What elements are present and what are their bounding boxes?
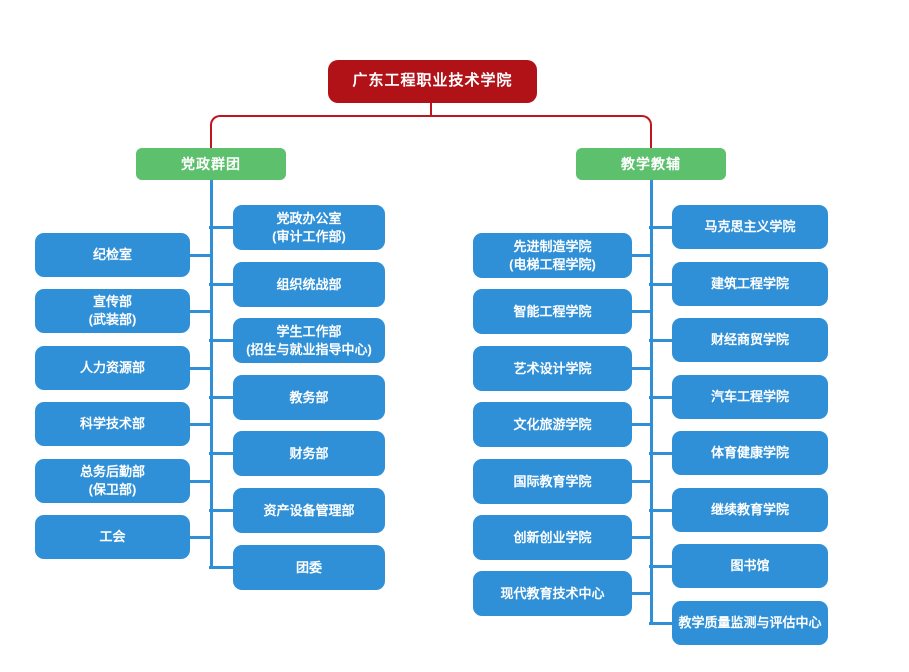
connector-line [188,310,213,313]
connector-line [649,622,674,625]
dept-node: 科学技术部 [35,402,190,446]
dept-node: 国际教育学院 [473,459,632,504]
dept-node: 继续教育学院 [672,488,828,532]
connector-line [649,396,674,399]
connector-line [649,509,674,512]
connector-line [209,452,235,455]
dept-node: 财务部 [233,431,385,476]
dept-node: 资产设备管理部 [233,488,385,533]
dept-node: 创新创业学院 [473,515,632,560]
dept-node: 智能工程学院 [473,289,632,334]
connector-line [188,254,213,257]
connector-line [649,565,674,568]
branch-node: 党政群团 [136,148,286,180]
dept-node: 先进制造学院 (电梯工程学院) [473,233,632,278]
dept-node: 现代教育技术中心 [473,571,632,616]
dept-node: 马克思主义学院 [672,205,828,249]
dept-node: 人力资源部 [35,346,190,390]
dept-node: 图书馆 [672,544,828,588]
connector-line [649,339,674,342]
connector-line [630,536,653,539]
connector-line [188,536,213,539]
dept-node: 组织统战部 [233,262,385,307]
connector-line [209,226,235,229]
dept-node: 纪检室 [35,233,190,277]
dept-node: 文化旅游学院 [473,402,632,447]
connector-line [649,452,674,455]
dept-node: 体育健康学院 [672,431,828,475]
connector-line [209,566,235,569]
connector-line [209,180,213,569]
connector-line [630,367,653,370]
dept-node: 艺术设计学院 [473,346,632,391]
connector-line [188,367,213,370]
connector-line [210,115,652,148]
connector-line [209,509,235,512]
dept-node: 教学质量监测与评估中心 [672,601,828,645]
org-root-node: 广东工程职业技术学院 [328,60,537,103]
dept-node: 宣传部 (武装部) [35,289,190,333]
dept-node: 财经商贸学院 [672,318,828,362]
connector-line [630,423,653,426]
connector-line [188,480,213,483]
connector-line [630,254,653,257]
connector-line [649,226,674,229]
dept-node: 学生工作部 (招生与就业指导中心) [233,318,385,363]
connector-line [649,283,674,286]
connector-line [430,103,432,115]
connector-line [630,480,653,483]
dept-node: 团委 [233,545,385,590]
branch-node: 教学教辅 [576,148,726,180]
dept-node: 建筑工程学院 [672,262,828,306]
dept-node: 总务后勤部 (保卫部) [35,459,190,503]
connector-line [649,180,653,625]
connector-line [188,423,213,426]
connector-line [209,339,235,342]
connector-line [630,310,653,313]
connector-line [209,283,235,286]
connector-line [209,396,235,399]
dept-node: 党政办公室 (审计工作部) [233,205,385,250]
dept-node: 汽车工程学院 [672,375,828,419]
dept-node: 教务部 [233,375,385,420]
connector-line [630,592,653,595]
dept-node: 工会 [35,515,190,559]
